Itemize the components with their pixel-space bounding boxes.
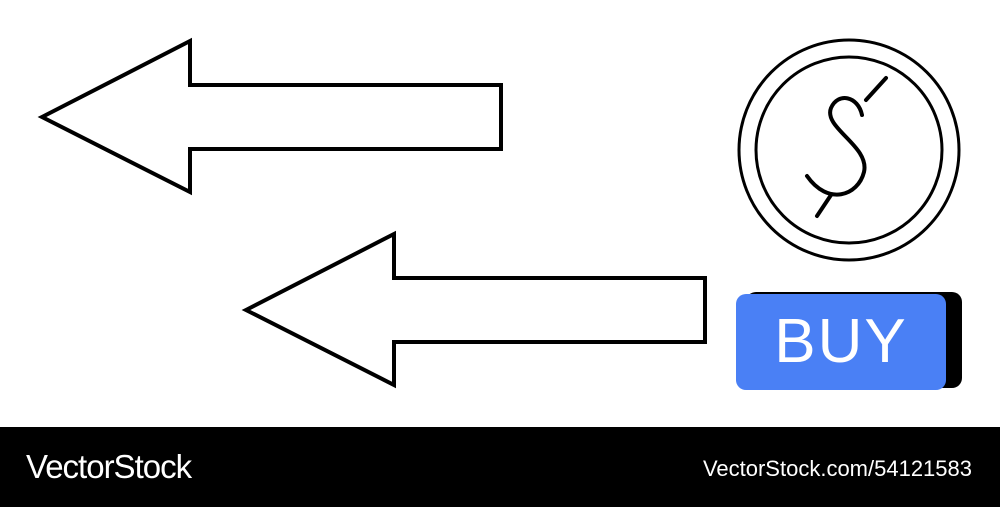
stock-id-text: VectorStock.com/54121583 <box>702 456 972 481</box>
buy-button[interactable]: BUY <box>736 294 946 390</box>
footer-bar: VectorStock VectorStock.com/54121583 <box>0 427 1000 507</box>
buy-button-group: BUY <box>736 292 964 390</box>
brand-logo: VectorStock <box>26 448 192 485</box>
upper-left-arrow-icon <box>37 37 503 196</box>
illustration <box>37 37 961 389</box>
dollar-coin-icon <box>737 38 961 262</box>
dollar-sign-icon <box>805 76 888 218</box>
lower-left-arrow-icon <box>241 230 707 389</box>
